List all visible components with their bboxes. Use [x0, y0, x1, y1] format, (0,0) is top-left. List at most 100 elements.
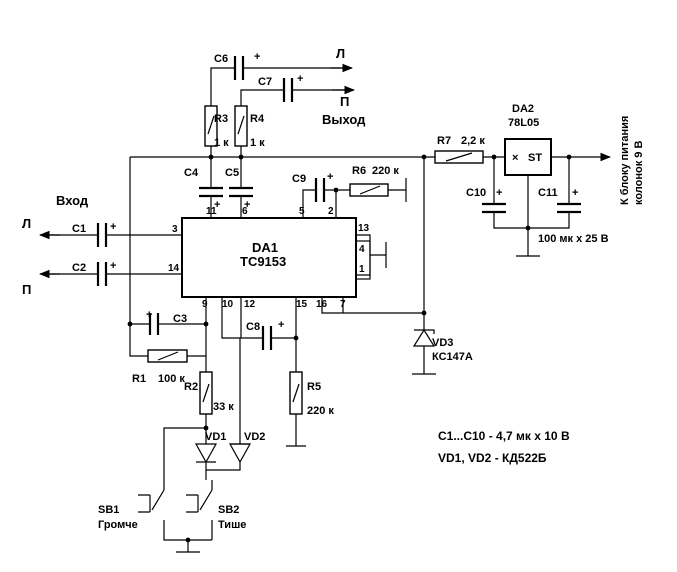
power-supply-label: К блоку питания колонок 9 В: [619, 116, 645, 205]
svg-text:R2: R2: [184, 381, 198, 393]
svg-text:C4: C4: [184, 167, 199, 179]
svg-text:+: +: [110, 221, 116, 233]
diode-vd1: VD1: [194, 431, 226, 464]
pin-5: 5: [299, 206, 305, 217]
capacitor-c10: C10 +: [466, 187, 506, 214]
resistor-r6: R6 220 к: [349, 165, 399, 197]
svg-text:+: +: [496, 187, 502, 199]
input-left-label: Л: [22, 216, 31, 231]
svg-text:R4: R4: [250, 113, 265, 125]
svg-text:C2: C2: [72, 262, 86, 274]
da1-ref: DA1: [252, 240, 278, 255]
svg-text:C9: C9: [292, 173, 306, 185]
pin-13: 13: [358, 223, 370, 234]
svg-text:2,2 к: 2,2 к: [461, 135, 485, 147]
svg-text:C10: C10: [466, 187, 486, 199]
capacitor-c3: C3 +: [146, 309, 187, 335]
note-capacitors: C1...C10 - 4,7 мк х 10 В: [438, 429, 570, 443]
capacitor-c5: C5 +: [225, 167, 253, 211]
svg-text:VD1: VD1: [205, 431, 226, 443]
capacitor-c2: C2 +: [72, 260, 116, 286]
svg-text:R3: R3: [214, 113, 228, 125]
resistor-r7: R7 2,2 к: [434, 135, 485, 164]
svg-text:+: +: [254, 51, 260, 63]
pin-15: 15: [296, 299, 308, 310]
svg-text:C11: C11: [538, 187, 558, 199]
svg-text:C7: C7: [258, 76, 272, 88]
output-left-label: Л: [336, 46, 345, 61]
svg-text:C8: C8: [246, 321, 260, 333]
note-diodes: VD1, VD2 - КД522Б: [438, 451, 547, 465]
pin-14: 14: [168, 263, 180, 274]
svg-text:+: +: [278, 319, 284, 331]
svg-text:C6: C6: [214, 53, 228, 65]
svg-text:R1: R1: [132, 373, 146, 385]
pin-2: 2: [328, 206, 334, 217]
svg-text:100 к: 100 к: [158, 373, 185, 385]
svg-text:220 к: 220 к: [307, 405, 334, 417]
svg-text:+: +: [110, 260, 116, 272]
capacitor-c4: C4 +: [184, 167, 223, 211]
resistor-r5: R5 220 к: [289, 371, 334, 417]
svg-text:R5: R5: [307, 381, 321, 393]
capacitor-c7: C7 +: [258, 73, 303, 102]
resistor-r4: R4 1 к: [234, 105, 265, 149]
pin-12: 12: [244, 299, 256, 310]
svg-text:К блоку питания: К блоку питания: [619, 116, 631, 205]
svg-text:C3: C3: [173, 313, 187, 325]
svg-text:+: +: [327, 171, 333, 183]
svg-text:78L05: 78L05: [508, 117, 539, 129]
capacitor-c9: C9 +: [292, 171, 333, 202]
pin-6: 6: [242, 206, 248, 217]
resistor-r1: R1 100 к: [132, 349, 188, 385]
input-title: Вход: [56, 193, 89, 208]
svg-text:+: +: [214, 199, 220, 211]
da1-part: TC9153: [240, 254, 286, 269]
svg-text:SB1: SB1: [98, 504, 119, 516]
output-title: Выход: [322, 112, 366, 127]
ic-da1: DA1 TC9153 3 14 11 6 5 2 13 4 1 9 10 12 …: [168, 206, 370, 310]
resistor-r3: R3 1 к: [204, 105, 229, 149]
pin-1: 1: [359, 264, 365, 275]
svg-text:ST: ST: [528, 152, 542, 164]
svg-text:DA2: DA2: [512, 103, 534, 115]
capacitor-c1: C1 +: [72, 221, 116, 247]
input-right-label: П: [22, 282, 31, 297]
switch-sb1: SB1 Громче: [98, 480, 212, 541]
svg-text:VD2: VD2: [244, 431, 265, 443]
output-right-label: П: [340, 94, 349, 109]
svg-text:+: +: [244, 199, 250, 211]
svg-text:1 к: 1 к: [214, 137, 229, 149]
svg-text:33 к: 33 к: [213, 401, 234, 413]
svg-text:R6: R6: [352, 165, 366, 177]
svg-text:колонок 9 В: колонок 9 В: [633, 141, 645, 205]
diode-vd2: VD2: [228, 431, 265, 464]
capacitor-c6: C6 +: [214, 51, 260, 80]
svg-text:C5: C5: [225, 167, 239, 179]
svg-text:VD3: VD3: [432, 337, 453, 349]
svg-text:+: +: [572, 187, 578, 199]
switch-sb2: SB2 Тише: [186, 480, 246, 540]
pin-4: 4: [359, 244, 365, 255]
svg-text:C1: C1: [72, 223, 86, 235]
svg-text:1 к: 1 к: [250, 137, 265, 149]
capacitor-c8: C8 +: [246, 319, 284, 350]
pin-10: 10: [222, 299, 234, 310]
resistor-r2: R2 33 к: [184, 371, 234, 415]
ic-da2: DA2 78L05 × ST: [504, 103, 552, 176]
capacitor-c11: C11 +: [538, 187, 581, 214]
zener-vd3: VD3 КС147А: [412, 328, 473, 363]
svg-text:+: +: [297, 73, 303, 85]
svg-text:Громче: Громче: [98, 519, 138, 531]
svg-text:×: ×: [512, 152, 518, 164]
pin-9: 9: [202, 299, 208, 310]
pin-3: 3: [172, 224, 178, 235]
svg-text:КС147А: КС147А: [432, 351, 473, 363]
svg-text:220 к: 220 к: [372, 165, 399, 177]
reg-caps-note: 100 мк х 25 В: [538, 233, 609, 245]
svg-text:+: +: [146, 309, 152, 321]
svg-text:Тише: Тише: [218, 519, 246, 531]
svg-text:R7: R7: [437, 135, 451, 147]
svg-text:SB2: SB2: [218, 504, 239, 516]
